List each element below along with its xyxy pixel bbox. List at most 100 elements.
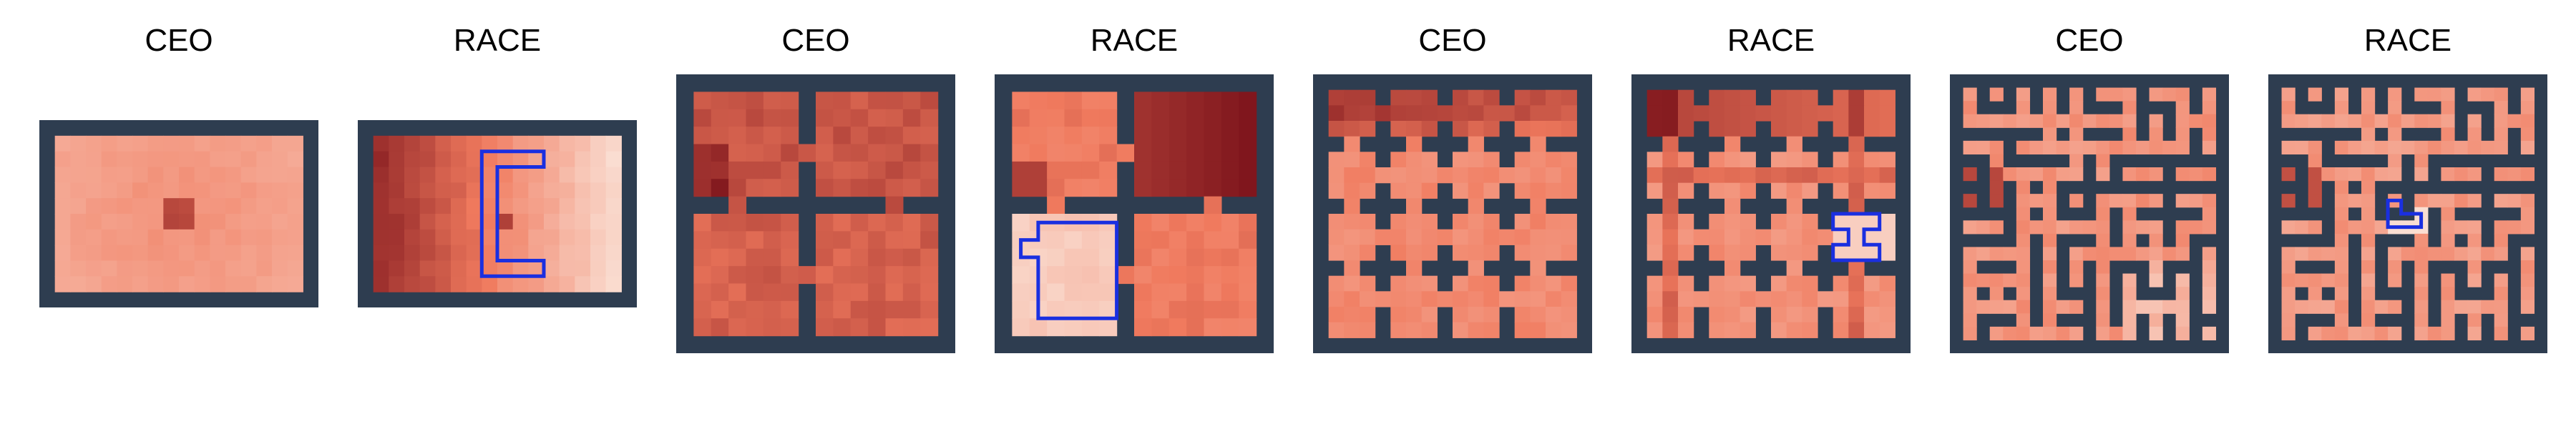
- heat-cell: [1740, 121, 1756, 137]
- heat-cell: [1514, 275, 1531, 292]
- heat-cell: [1029, 161, 1048, 179]
- heat-cell: [2308, 326, 2322, 341]
- heat-cell: [1879, 275, 1896, 292]
- heatmap: [2268, 74, 2547, 353]
- heat-cell: [1047, 300, 1065, 319]
- heat-cell: [2361, 233, 2376, 248]
- heat-cell: [1239, 283, 1257, 302]
- heat-cell: [1406, 214, 1423, 230]
- heat-cell: [746, 266, 764, 285]
- heat-cell: [497, 214, 514, 230]
- heat-cell: [850, 127, 869, 145]
- heat-cell: [2361, 220, 2376, 235]
- heat-cell: [2082, 140, 2097, 155]
- heat-cell: [1662, 136, 1679, 152]
- heat-cell: [2441, 247, 2455, 261]
- heat-cell: [728, 196, 747, 214]
- heat-cell: [1786, 121, 1802, 137]
- heat-cell: [1453, 291, 1469, 307]
- heat-cell: [868, 266, 887, 285]
- heat-cell: [1963, 313, 1977, 327]
- heat-cell: [2388, 273, 2402, 287]
- heat-cell: [2056, 140, 2070, 155]
- heat-cell: [512, 135, 529, 152]
- heat-cell: [2149, 127, 2163, 142]
- heat-cell: [2122, 194, 2137, 208]
- heat-cell: [1421, 322, 1438, 338]
- heat-cell: [117, 167, 133, 183]
- heat-cell: [1786, 105, 1802, 122]
- heat-cell: [850, 109, 869, 127]
- heat-cell: [781, 144, 799, 162]
- heat-cell: [272, 245, 288, 262]
- heat-cell: [2481, 87, 2495, 102]
- heat-cell: [147, 151, 164, 168]
- heat-cell: [1453, 152, 1469, 168]
- heat-cell: [590, 182, 607, 199]
- heat-cell: [2281, 287, 2296, 301]
- heat-cell: [2003, 167, 2017, 182]
- heat-cell: [497, 198, 514, 214]
- heat-cell: [419, 214, 436, 230]
- heat-cell: [2520, 207, 2535, 221]
- heat-cell: [482, 135, 498, 152]
- heat-cell: [2361, 287, 2376, 301]
- heat-cell: [711, 179, 729, 197]
- heat-cell: [1390, 152, 1407, 168]
- heat-cell: [833, 214, 852, 232]
- heat-cell: [2016, 101, 2031, 115]
- heat-cell: [1561, 121, 1577, 137]
- heat-cell: [544, 276, 560, 292]
- heat-cell: [70, 151, 87, 168]
- heat-cell: [1802, 152, 1818, 168]
- heat-cell: [1755, 229, 1772, 245]
- heat-cell: [54, 198, 71, 214]
- heat-cell: [179, 198, 195, 214]
- heat-cell: [1360, 322, 1376, 338]
- heat-cell: [287, 167, 303, 183]
- heat-cell: [2043, 101, 2057, 115]
- heat-cell: [693, 300, 712, 319]
- heat-cell: [2334, 247, 2349, 261]
- heat-cell: [1169, 92, 1187, 110]
- heat-cell: [2016, 114, 2031, 128]
- heat-cell: [816, 300, 834, 319]
- heat-cell: [1344, 307, 1360, 323]
- heat-cell: [1064, 231, 1083, 250]
- heat-cell: [1468, 182, 1484, 199]
- heat-cell: [1755, 291, 1772, 307]
- heat-cell: [1390, 167, 1407, 184]
- heat-cell: [833, 231, 852, 250]
- heat-cell: [920, 109, 939, 127]
- heat-cell: [2202, 140, 2217, 155]
- heat-cell: [693, 109, 712, 127]
- heat-cell: [70, 167, 87, 183]
- heat-cell: [256, 167, 273, 183]
- heat-cell: [419, 182, 436, 199]
- heat-cell: [1328, 167, 1345, 184]
- heat-cell: [1833, 214, 1849, 230]
- heat-cell: [885, 179, 904, 197]
- heat-cell: [2454, 140, 2469, 155]
- heat-cell: [605, 245, 622, 262]
- heat-cell: [1468, 167, 1484, 184]
- heat-cell: [451, 182, 467, 199]
- heat-cell: [2361, 194, 2376, 208]
- heat-cell: [1239, 127, 1257, 145]
- heat-cell: [2295, 220, 2309, 235]
- heat-cell: [1662, 245, 1679, 261]
- heat-cell: [2308, 300, 2322, 314]
- heat-cell: [482, 229, 498, 246]
- heat-cell: [1116, 144, 1135, 162]
- heat-cell: [1802, 89, 1818, 106]
- heat-cell: [225, 245, 242, 262]
- heat-cell: [1864, 322, 1880, 338]
- heat-cell: [2467, 87, 2482, 102]
- heat-cell: [240, 198, 257, 214]
- heat-cell: [2361, 114, 2376, 128]
- heat-cell: [2043, 87, 2057, 102]
- heat-cell: [868, 161, 887, 179]
- heat-cell: [2016, 194, 2031, 208]
- heat-cell: [2202, 287, 2217, 301]
- heat-cell: [1344, 89, 1360, 106]
